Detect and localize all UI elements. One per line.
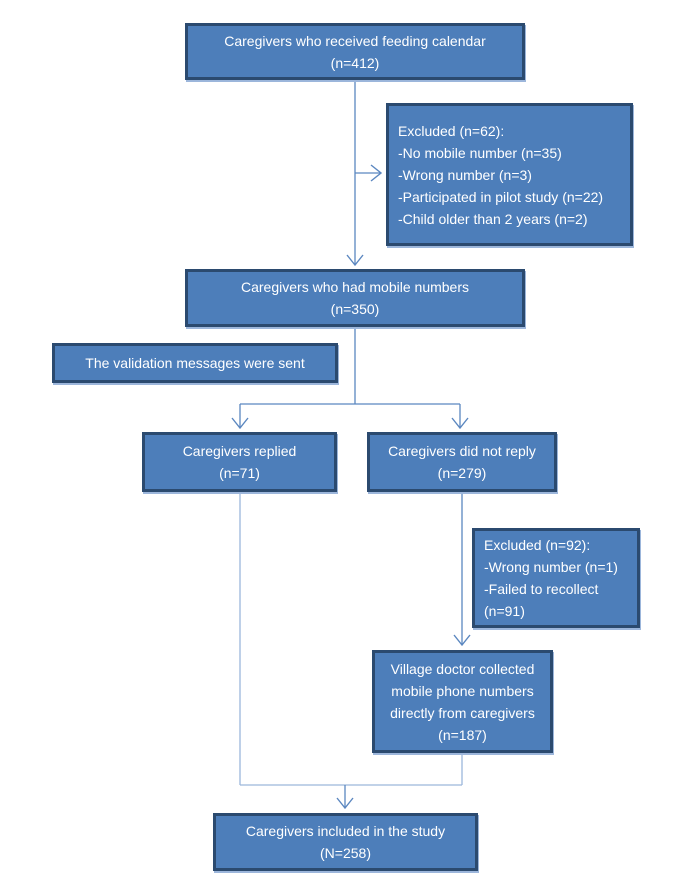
node-line: Caregivers who had mobile numbers: [241, 279, 469, 295]
node-included-in-study: Caregivers included in the study (N=258): [213, 813, 478, 871]
node-line: (N=258): [320, 845, 371, 861]
node-line: -Failed to recollect: [484, 581, 599, 597]
node-excluded-follow-up: Excluded (n=92): -Wrong number (n=1) -Fa…: [472, 528, 640, 628]
node-line: Caregivers replied: [182, 443, 297, 459]
node-line: directly from caregivers: [390, 704, 535, 721]
node-line: mobile phone numbers: [391, 682, 534, 699]
node-line: -No mobile number (n=35): [398, 144, 562, 161]
node-line: (n=350): [330, 301, 380, 317]
node-caregivers-did-not-reply: Caregivers did not reply (n=279): [367, 432, 557, 492]
node-line: (n=71): [219, 465, 260, 481]
node-received-calendar: Caregivers who received feeding calendar…: [185, 23, 525, 80]
node-line: -Participated in pilot study (n=22): [398, 188, 604, 205]
node-village-doctor-collected: Village doctor collected mobile phone nu…: [372, 650, 553, 753]
node-line: Caregivers who received feeding calendar: [224, 32, 486, 49]
node-validation-messages-sent: The validation messages were sent: [52, 343, 338, 383]
node-line: (n=187): [438, 726, 487, 743]
node-had-mobile-numbers: Caregivers who had mobile numbers (n=350…: [185, 269, 525, 327]
node-line: (n=279): [437, 465, 487, 481]
node-line: Village doctor collected: [390, 660, 535, 677]
node-line: -Wrong number (n=3): [398, 166, 532, 183]
node-line: Excluded (n=92):: [484, 537, 591, 553]
node-line: (n=412): [330, 54, 380, 71]
node-line: -Child older than 2 years (n=2): [398, 210, 588, 227]
node-line: Excluded (n=62):: [398, 122, 505, 139]
node-line: -Wrong number (n=1): [484, 559, 618, 575]
node-line: The validation messages were sent: [85, 355, 305, 371]
node-line: Caregivers included in the study: [245, 823, 446, 839]
node-line: Caregivers did not reply: [388, 443, 536, 459]
node-excluded-initial: Excluded (n=62): -No mobile number (n=35…: [386, 103, 633, 246]
node-caregivers-replied: Caregivers replied (n=71): [142, 432, 337, 492]
node-line: (n=91): [484, 603, 525, 619]
